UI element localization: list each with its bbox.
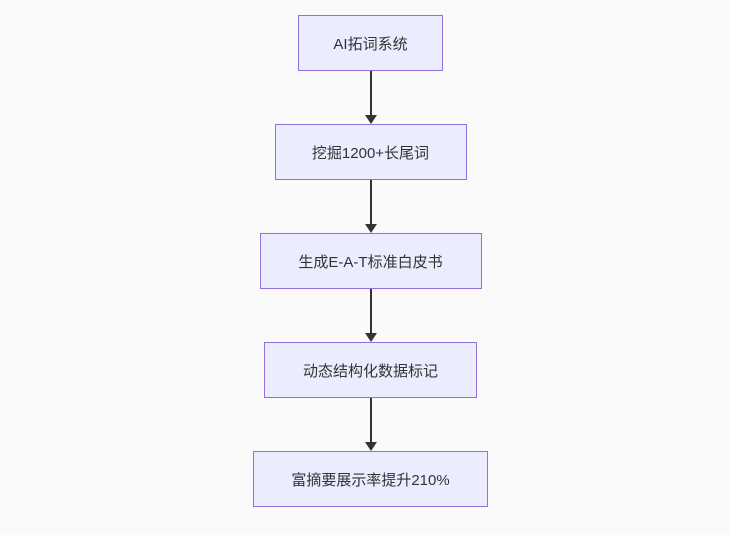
arrow-down-icon	[364, 289, 377, 342]
arrow-head	[364, 115, 377, 124]
arrow-shaft	[369, 398, 372, 443]
node-label: 动态结构化数据标记	[302, 362, 438, 380]
node-label: AI拓词系统	[333, 35, 408, 53]
flow-node-generate-eat-whitepaper: 生成E-A-T标准白皮书	[259, 233, 482, 289]
node-label: 富摘要展示率提升210%	[291, 471, 450, 489]
arrow-down-icon	[364, 398, 377, 451]
arrow-shaft	[369, 71, 372, 116]
arrow-head	[364, 333, 377, 342]
arrow-down-icon	[364, 180, 377, 233]
flow-node-rich-snippet-rate-increase: 富摘要展示率提升210%	[253, 451, 488, 507]
node-label: 挖掘1200+长尾词	[311, 144, 430, 162]
arrow-shaft	[369, 289, 372, 334]
arrow-down-icon	[364, 71, 377, 124]
arrow-shaft	[369, 180, 372, 225]
node-label: 生成E-A-T标准白皮书	[298, 253, 443, 271]
flow-node-ai-word-expansion-system: AI拓词系统	[298, 15, 443, 71]
flow-node-mine-longtail-keywords: 挖掘1200+长尾词	[274, 124, 467, 180]
arrow-head	[364, 224, 377, 233]
flowchart: AI拓词系统 挖掘1200+长尾词 生成E-A-T标准白皮书 动态结构化数据标记	[6, 15, 729, 507]
flow-node-dynamic-structured-data-markup: 动态结构化数据标记	[264, 342, 477, 398]
arrow-head	[364, 442, 377, 451]
